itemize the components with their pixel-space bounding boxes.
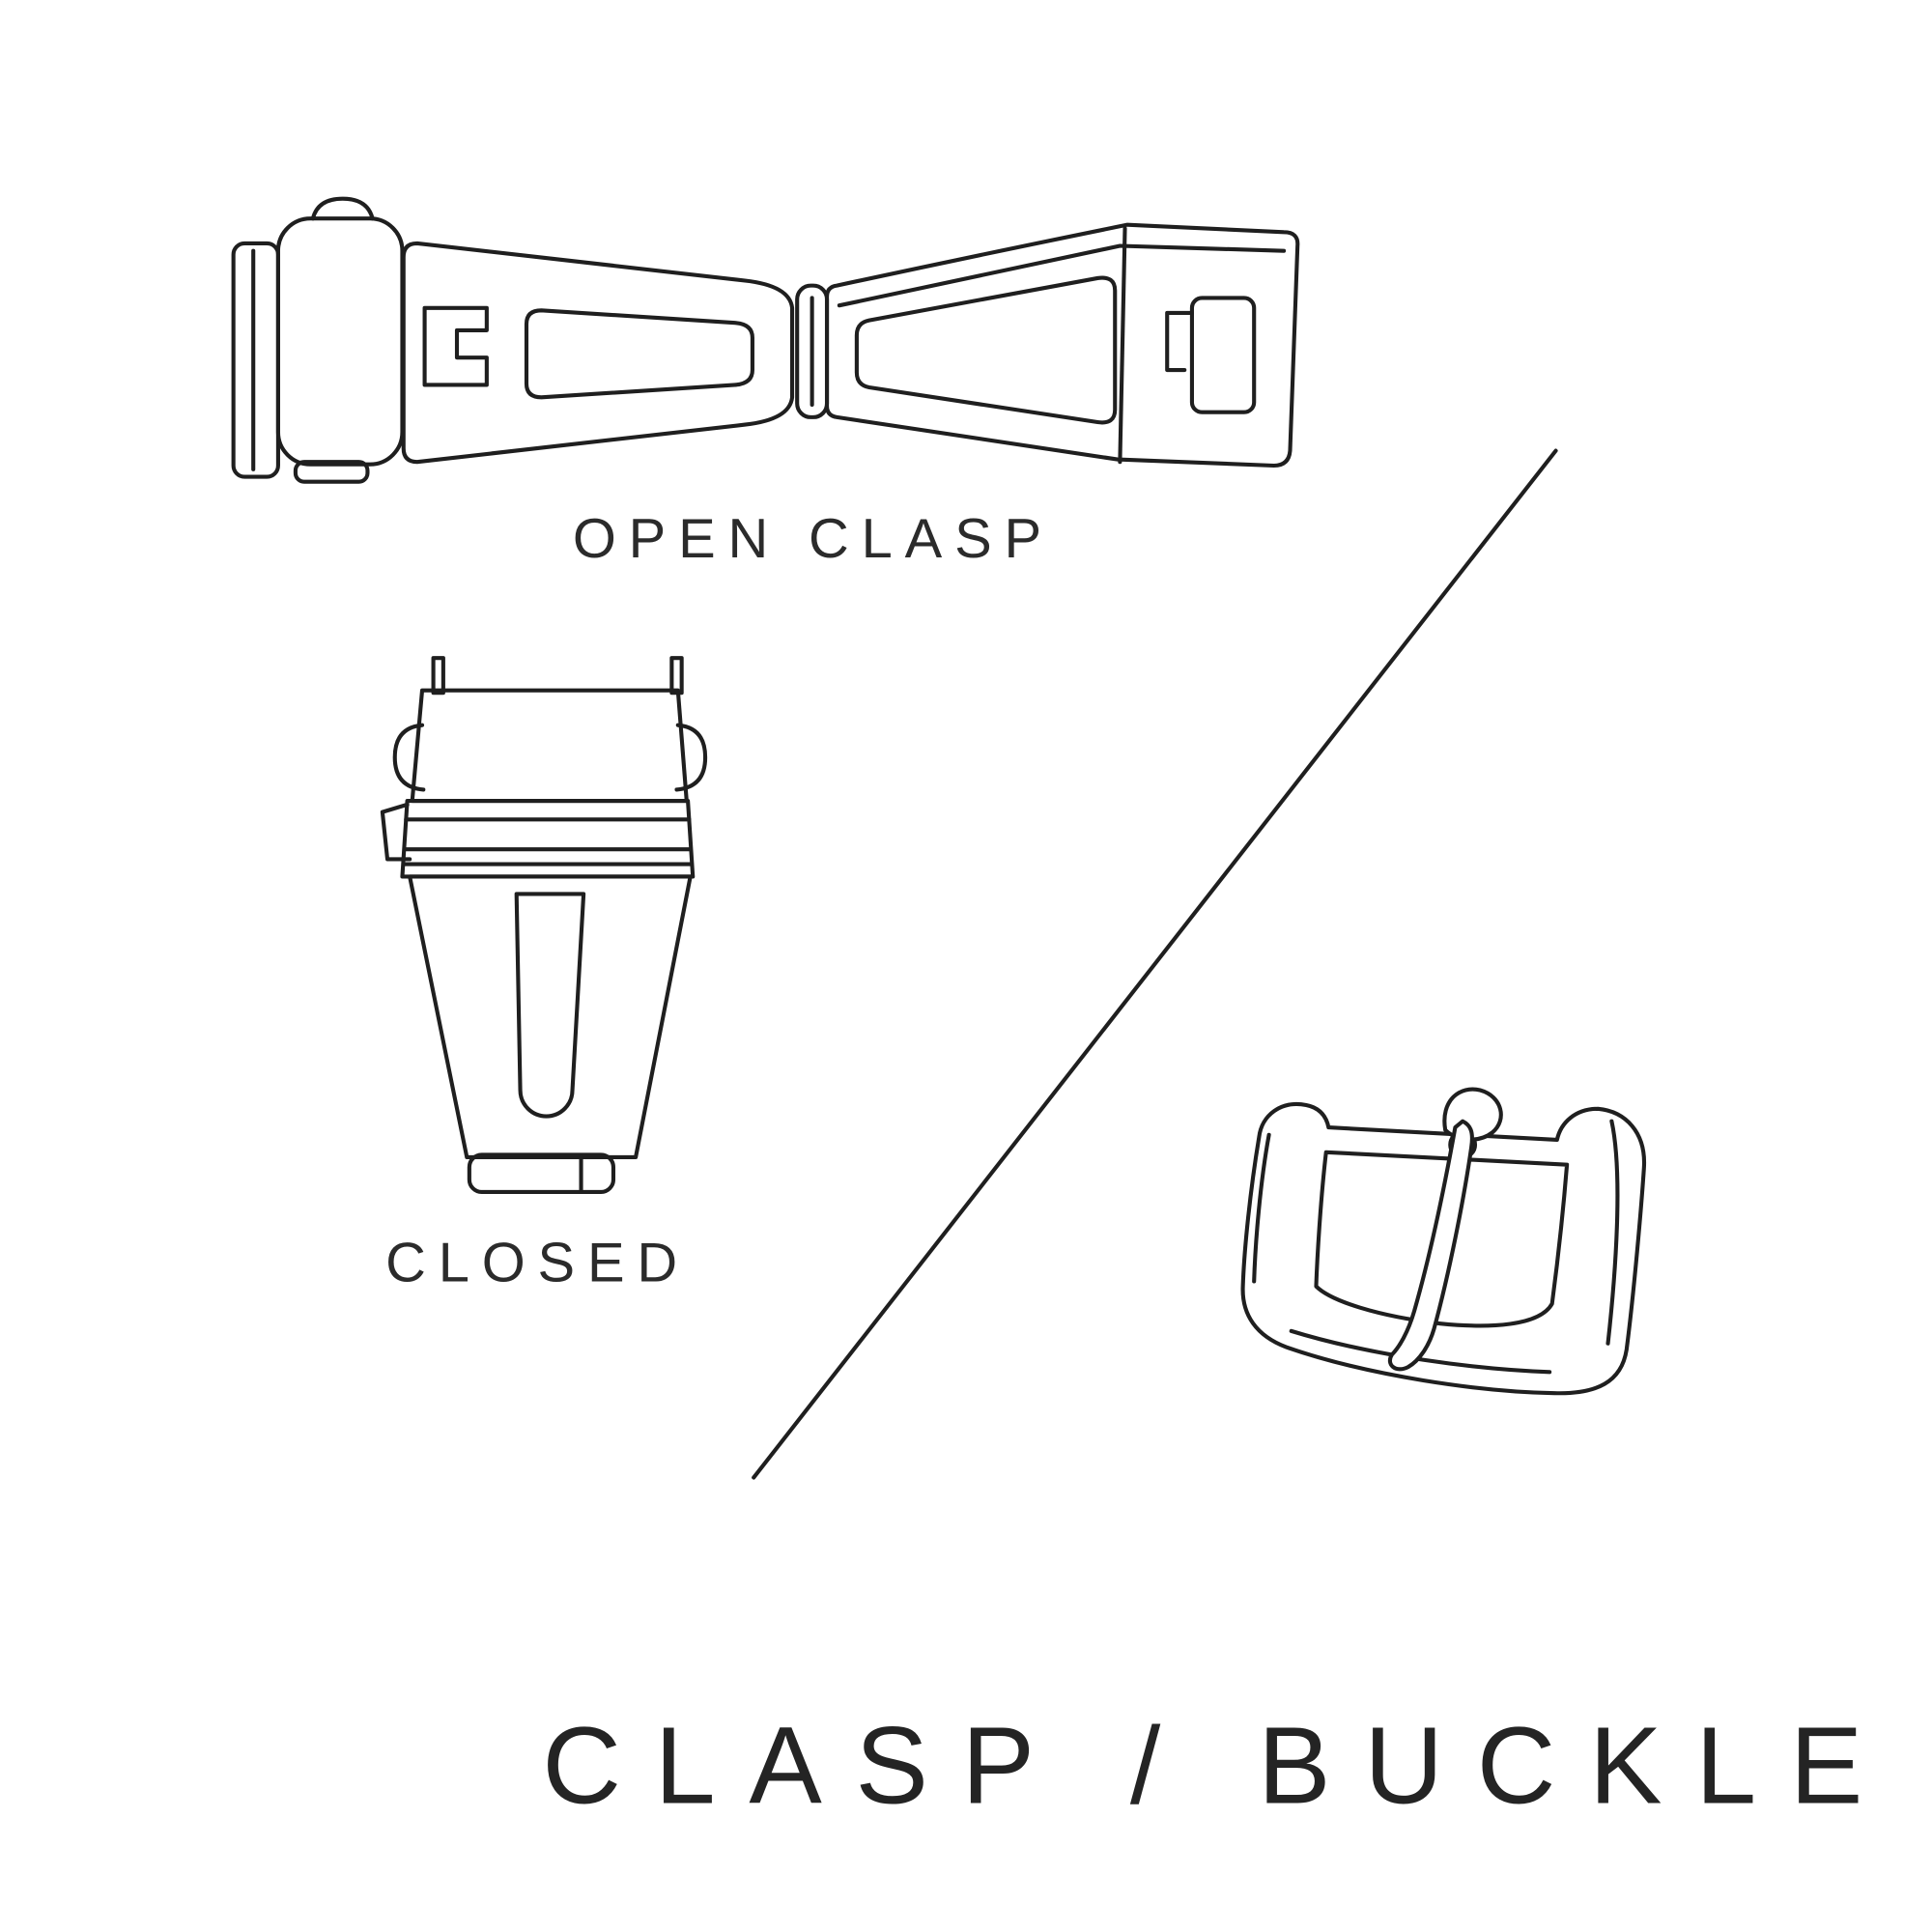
divider-line [752,448,1558,1480]
closed-side-flap [380,802,412,862]
closed-ear-right [674,723,708,792]
closed-ear-left [392,723,426,792]
clasp-right-latch [1165,310,1194,373]
clasp-right-blade-seam [1118,226,1127,465]
closed-bottom-bar [467,1152,616,1194]
closed-prong-right [669,656,684,696]
clasp-hook-notch [422,305,489,387]
page-title: CLASP / BUCKLE [542,1704,1896,1826]
closed-prong-left [431,656,445,696]
clasp-right-blade [824,222,1300,469]
buckle-left-post-shade [1252,1132,1271,1284]
buckle-tongue [1387,1119,1474,1372]
clasp-endcap [275,216,405,467]
open-clasp-label: OPEN CLASP [573,508,1054,570]
buckle-right-post-shade [1605,1119,1620,1346]
clasp-left-blade-inset [524,308,754,400]
closed-band-block [400,798,696,879]
closed-label: CLOSED [385,1232,690,1293]
clasp-right-blade-topline [837,243,1287,308]
buckle-frame-inner [1314,1150,1570,1328]
closed-clasp-illustration [380,656,708,1194]
pin-buckle-illustration [1240,1087,1646,1396]
clasp-right-cutout [1189,296,1257,414]
clasp-endcap-tab [293,460,370,484]
clasp-endcap-bump [310,196,375,221]
clasp-right-blade-inset [854,275,1118,425]
clasp-springbar [231,241,280,479]
open-clasp-illustration [231,196,1300,484]
buckle-frame-outer [1240,1101,1646,1396]
buckle-bottom-bar-shade [1289,1328,1552,1375]
closed-taper-body [408,874,693,1159]
closed-slot [514,892,586,1119]
clasp-left-blade [401,241,795,465]
closed-top-block [410,688,689,804]
